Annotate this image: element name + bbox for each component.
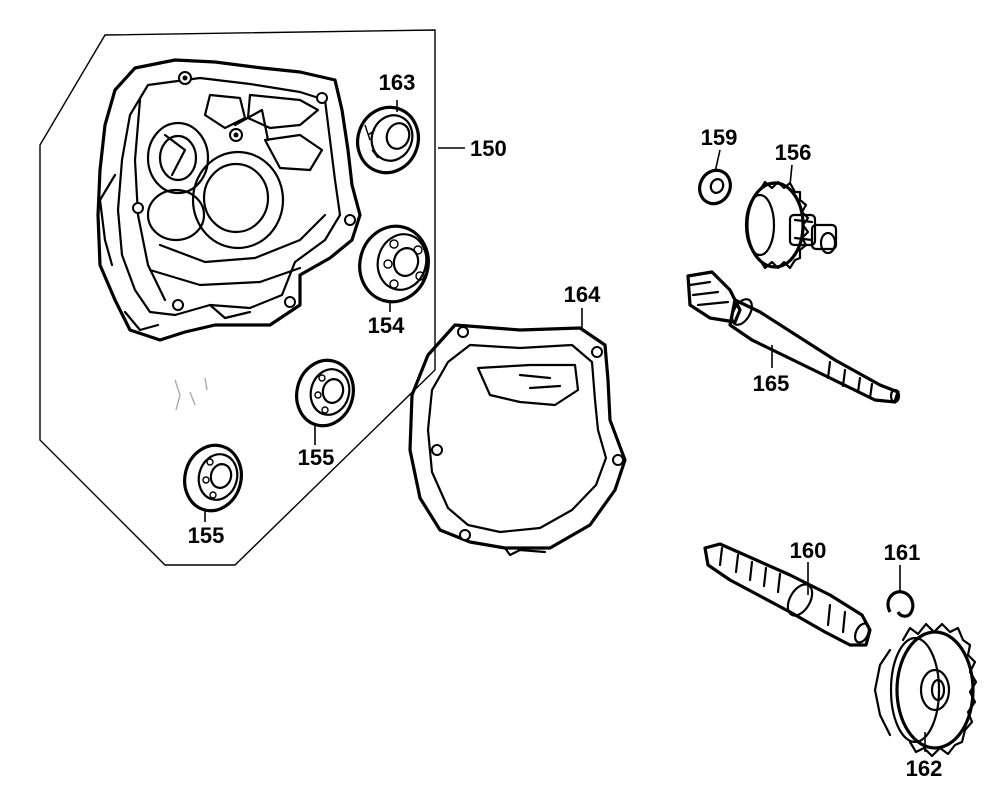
washer-159 (698, 168, 732, 206)
label-162: 162 (906, 756, 943, 781)
label-156: 156 (775, 140, 812, 165)
bearing-163 (356, 105, 420, 175)
label-161: 161 (884, 540, 921, 565)
gear-156 (744, 180, 838, 270)
assembly-150-boundary (39, 29, 436, 566)
label-155-lower: 155 (188, 523, 225, 548)
gasket-164 (408, 323, 627, 557)
shaft-165 (686, 270, 901, 404)
gear-162 (873, 622, 978, 758)
bearing-155-lower (183, 443, 243, 513)
label-165: 165 (753, 371, 790, 396)
transmission-cover (96, 58, 362, 342)
label-164: 164 (564, 282, 601, 307)
label-154: 154 (368, 313, 405, 338)
faint-scratches (174, 377, 208, 411)
leader-lines (204, 100, 926, 752)
label-155-upper: 155 (298, 445, 335, 470)
bearing-154 (358, 224, 430, 304)
label-160: 160 (790, 538, 827, 563)
label-159: 159 (701, 125, 738, 150)
label-150: 150 (470, 136, 507, 161)
shaft-160 (703, 542, 872, 647)
bearing-155-upper (295, 358, 355, 428)
label-163: 163 (379, 70, 416, 95)
circlip-161 (886, 590, 915, 618)
